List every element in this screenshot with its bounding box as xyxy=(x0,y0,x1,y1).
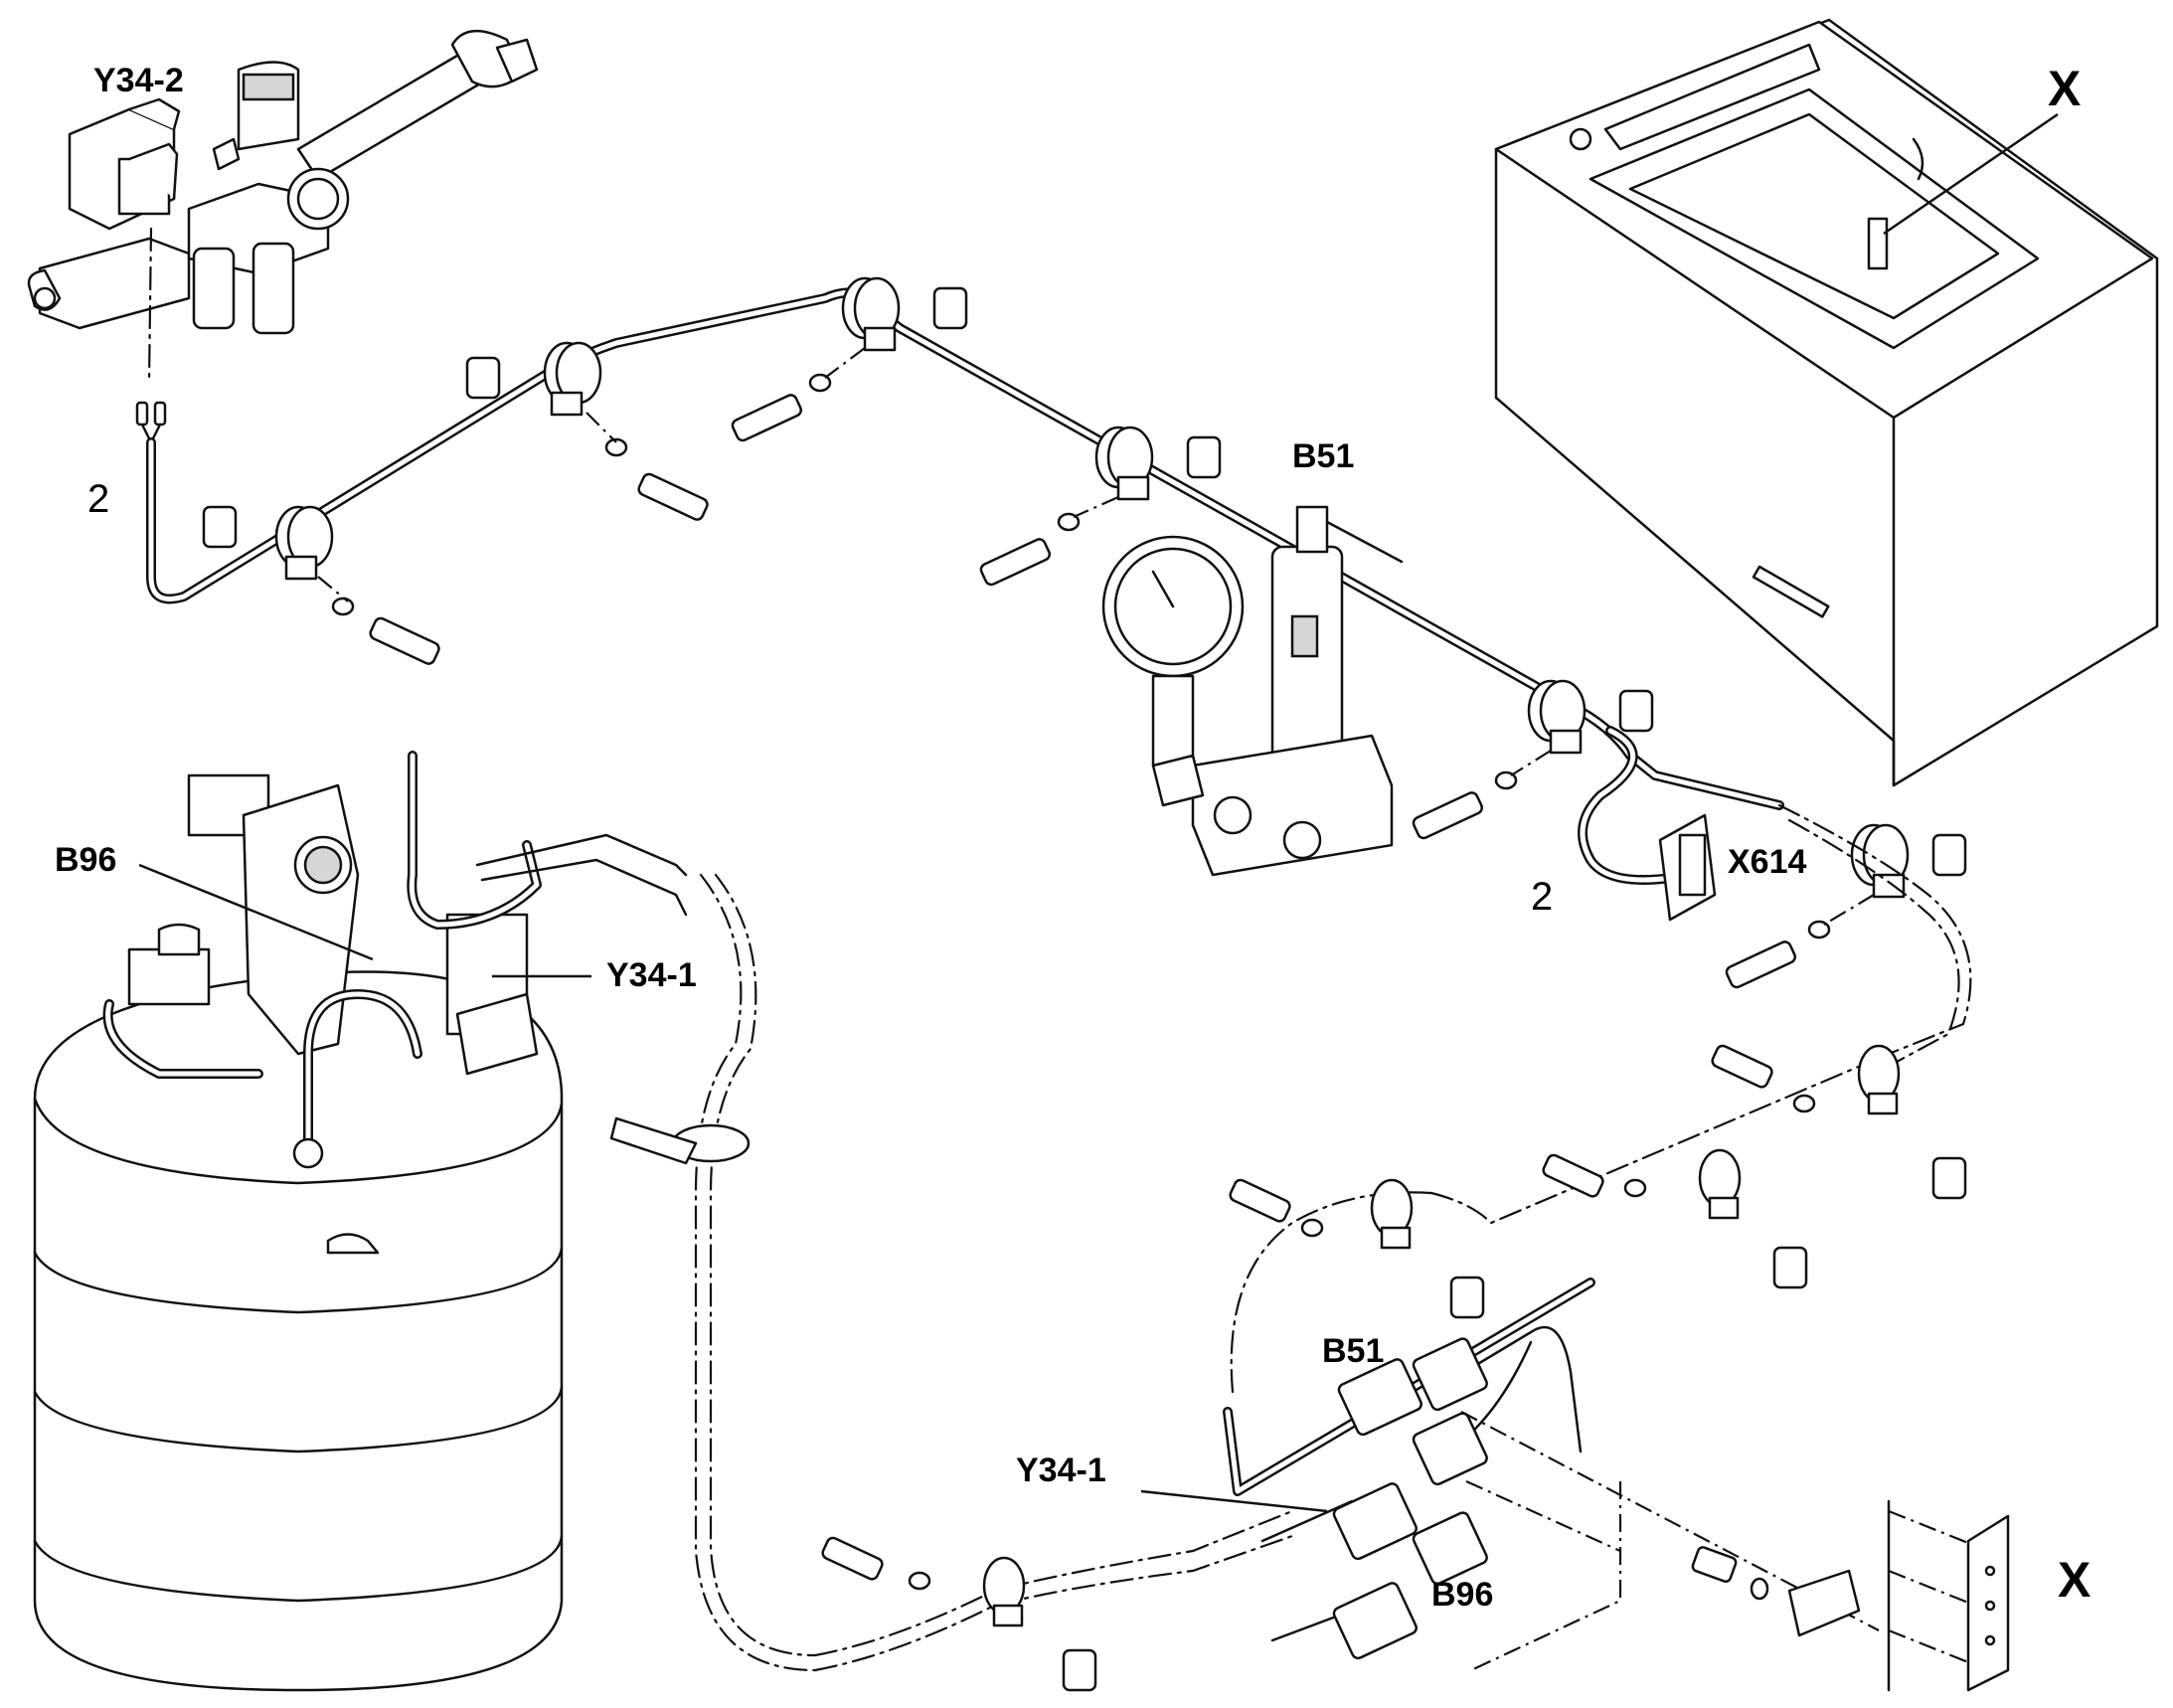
x614-connector xyxy=(1658,813,1717,922)
label-b51-bottom: B51 xyxy=(1322,1332,1385,1370)
clamp-set-7 xyxy=(1229,1178,1485,1319)
clamp-set-10 xyxy=(821,1536,1097,1692)
label-x614: X614 xyxy=(1728,843,1807,881)
label-y34-2: Y34-2 xyxy=(93,62,184,99)
y34-2-valve-assembly xyxy=(27,29,539,444)
clamp-set-1 xyxy=(202,505,440,665)
label-b51-top: B51 xyxy=(1292,437,1355,475)
control-cabinet xyxy=(1494,18,2159,787)
connector-cluster xyxy=(1223,1278,2010,1692)
label-y34-1-bottom: Y34-1 xyxy=(1016,1452,1106,1489)
label-b96-bottom: B96 xyxy=(1431,1576,1494,1614)
label-x-bottom: X xyxy=(2058,1552,2091,1608)
upper-air-line xyxy=(146,287,1784,885)
clamp-set-4 xyxy=(979,426,1222,587)
label-b96-left: B96 xyxy=(55,841,117,879)
tank-assembly xyxy=(33,751,817,1692)
label-x-top: X xyxy=(2048,61,2082,116)
clamp-set-6 xyxy=(1725,823,1967,989)
label-2-right: 2 xyxy=(1531,875,1554,919)
clamp-set-3 xyxy=(731,276,968,442)
b51-pressure-switch-assembly xyxy=(1101,505,1404,877)
lower-cable-run xyxy=(813,803,1972,1672)
label-y34-1-tank: Y34-1 xyxy=(606,956,697,994)
clamp-set-2 xyxy=(465,341,709,521)
leader-lines xyxy=(138,112,2059,1513)
clamp-set-5 xyxy=(1412,679,1654,840)
label-2-left: 2 xyxy=(87,477,110,521)
clamp-set-9 xyxy=(1711,1044,1967,1200)
clamp-set-8 xyxy=(1542,1148,1808,1289)
